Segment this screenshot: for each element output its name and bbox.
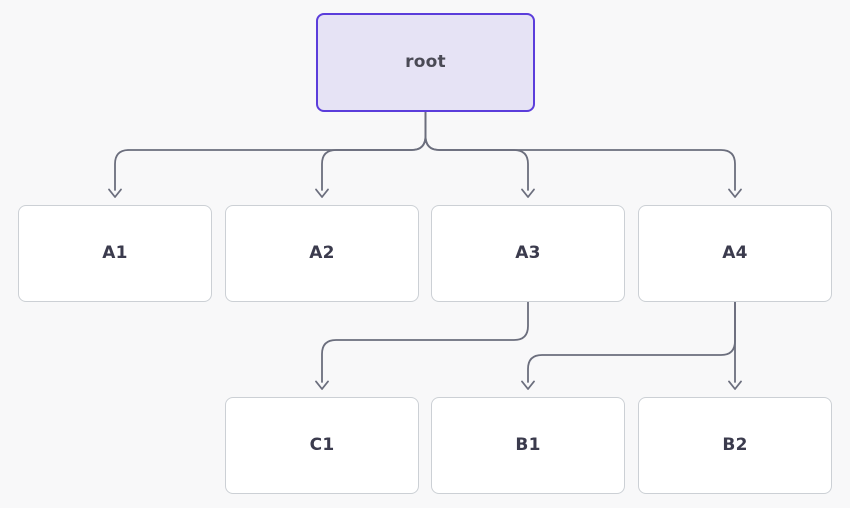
edge-root-to-a1	[114, 111, 427, 191]
edge-a4-to-b1	[527, 301, 736, 383]
node-a3[interactable]: A3	[431, 205, 625, 302]
edge-root-to-a3	[424, 111, 529, 191]
arrowhead-to-b1	[521, 380, 535, 390]
node-a1[interactable]: A1	[18, 205, 212, 302]
node-label-c1: C1	[309, 435, 335, 455]
node-a2[interactable]: A2	[225, 205, 419, 302]
node-root[interactable]: root	[316, 13, 535, 112]
arrowhead-to-a1	[108, 188, 122, 198]
arrowhead-to-a4	[728, 188, 742, 198]
node-label-a1: A1	[102, 243, 128, 263]
edge-a3-to-c1	[321, 301, 529, 383]
arrowhead-to-b2	[728, 380, 742, 390]
edge-root-to-a4	[424, 111, 736, 191]
node-label-b2: B2	[722, 435, 748, 455]
node-label-a3: A3	[515, 243, 541, 263]
node-label-b1: B1	[515, 435, 541, 455]
edge-root-to-a2	[321, 111, 427, 191]
arrowhead-to-a3	[521, 188, 535, 198]
node-c1[interactable]: C1	[225, 397, 419, 494]
node-b1[interactable]: B1	[431, 397, 625, 494]
node-a4[interactable]: A4	[638, 205, 832, 302]
node-label-a2: A2	[309, 243, 335, 263]
arrowhead-to-c1	[315, 380, 329, 390]
node-b2[interactable]: B2	[638, 397, 832, 494]
node-label-root: root	[405, 52, 446, 72]
arrowhead-to-a2	[315, 188, 329, 198]
node-label-a4: A4	[722, 243, 748, 263]
